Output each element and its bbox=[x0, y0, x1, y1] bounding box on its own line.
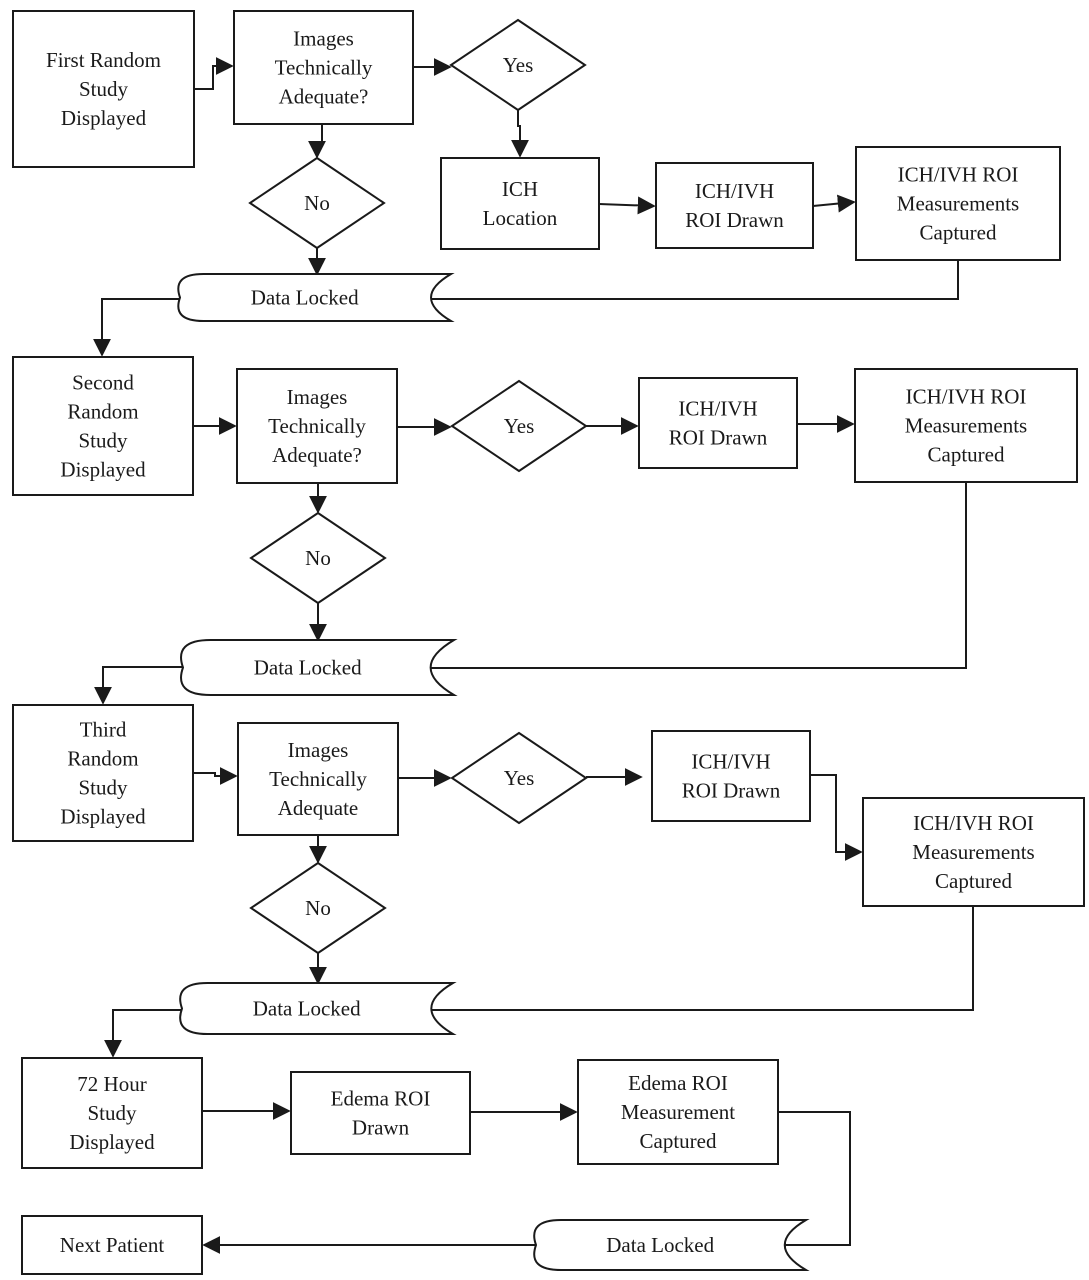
s3-adequate-shape bbox=[237, 722, 399, 836]
s1-locked-label: Data Locked bbox=[251, 286, 359, 310]
arrow-s1-roi-to-s1-meas bbox=[812, 194, 856, 213]
s2-locked-data-store: Data Locked bbox=[180, 639, 458, 696]
s4-edema-shape bbox=[290, 1071, 471, 1155]
s4-locked-shape bbox=[533, 1219, 810, 1271]
arrow-s2-meas-to-s2-locked bbox=[408, 482, 967, 677]
arrow-s1-yes-to-s1-location bbox=[511, 110, 529, 158]
s2-no-label: No bbox=[305, 546, 331, 570]
s1-no-shape bbox=[248, 156, 386, 250]
s1-meas-shape bbox=[855, 146, 1061, 261]
s3-meas-shape bbox=[862, 797, 1085, 907]
s1-no-label: No bbox=[304, 191, 330, 215]
s3-locked-data-store: Data Locked bbox=[179, 982, 457, 1035]
arrow-s1-adequate-to-s1-no bbox=[308, 124, 326, 159]
s3-locked-label: Data Locked bbox=[253, 997, 361, 1021]
s1-roi-shape bbox=[655, 162, 814, 249]
s1-yes-decision: Yes bbox=[449, 18, 587, 112]
s3-yes-label: Yes bbox=[504, 766, 535, 790]
next-shape bbox=[21, 1215, 203, 1275]
s3-yes-decision: Yes bbox=[450, 731, 588, 825]
s3-no-decision: No bbox=[249, 861, 387, 955]
next-label: Next Patient bbox=[60, 1233, 165, 1257]
arrow-s3-locked-to-s4-study bbox=[104, 1009, 182, 1058]
s2-adequate-shape bbox=[236, 368, 398, 484]
arrow-s3-meas-to-s3-locked bbox=[410, 906, 974, 1019]
arrow-s3-roi-to-s3-meas bbox=[810, 774, 863, 861]
arrow-s4-meas-to-s4-locked bbox=[768, 1111, 851, 1254]
s3-study-shape bbox=[12, 704, 194, 842]
s2-yes-label: Yes bbox=[504, 414, 535, 438]
s3-yes-shape bbox=[450, 731, 588, 825]
arrow-s1-meas-to-s1-locked bbox=[402, 260, 959, 308]
s4-locked-label: Data Locked bbox=[606, 1233, 714, 1257]
s2-meas-shape bbox=[854, 368, 1078, 483]
s2-no-shape bbox=[249, 511, 387, 605]
s1-location-shape bbox=[440, 157, 600, 250]
connectors bbox=[93, 57, 974, 1254]
s1-adequate-shape bbox=[233, 10, 414, 125]
s1-locked-shape bbox=[177, 273, 455, 322]
s2-locked-label: Data Locked bbox=[254, 656, 362, 680]
s4-study-shape bbox=[21, 1057, 203, 1169]
arrow-s2-locked-to-s3-study bbox=[94, 666, 183, 705]
next-process-box: Next Patient bbox=[21, 1215, 203, 1275]
s1-no-decision: No bbox=[248, 156, 386, 250]
arrow-s1-study-to-s1-adequate bbox=[194, 57, 234, 90]
s1-locked-data-store: Data Locked bbox=[177, 273, 455, 322]
s2-no-decision: No bbox=[249, 511, 387, 605]
s2-roi-shape bbox=[638, 377, 798, 469]
s2-study-shape bbox=[12, 356, 194, 496]
s1-yes-label: Yes bbox=[503, 53, 534, 77]
s3-locked-shape bbox=[179, 982, 457, 1035]
s3-roi-shape bbox=[651, 730, 811, 822]
arrow-s1-location-to-s1-roi bbox=[598, 196, 656, 215]
s1-study-shape bbox=[12, 10, 195, 168]
s4-meas-shape bbox=[577, 1059, 779, 1165]
s1-yes-shape bbox=[449, 18, 587, 112]
s4-locked-data-store: Data Locked bbox=[533, 1219, 810, 1271]
arrow-s1-locked-to-s2-study bbox=[93, 298, 180, 357]
s3-no-label: No bbox=[305, 896, 331, 920]
s2-yes-decision: Yes bbox=[450, 379, 588, 473]
s2-yes-shape bbox=[450, 379, 588, 473]
s3-no-shape bbox=[249, 861, 387, 955]
arrow-s3-study-to-s3-adequate bbox=[193, 767, 238, 785]
s2-locked-shape bbox=[180, 639, 458, 696]
